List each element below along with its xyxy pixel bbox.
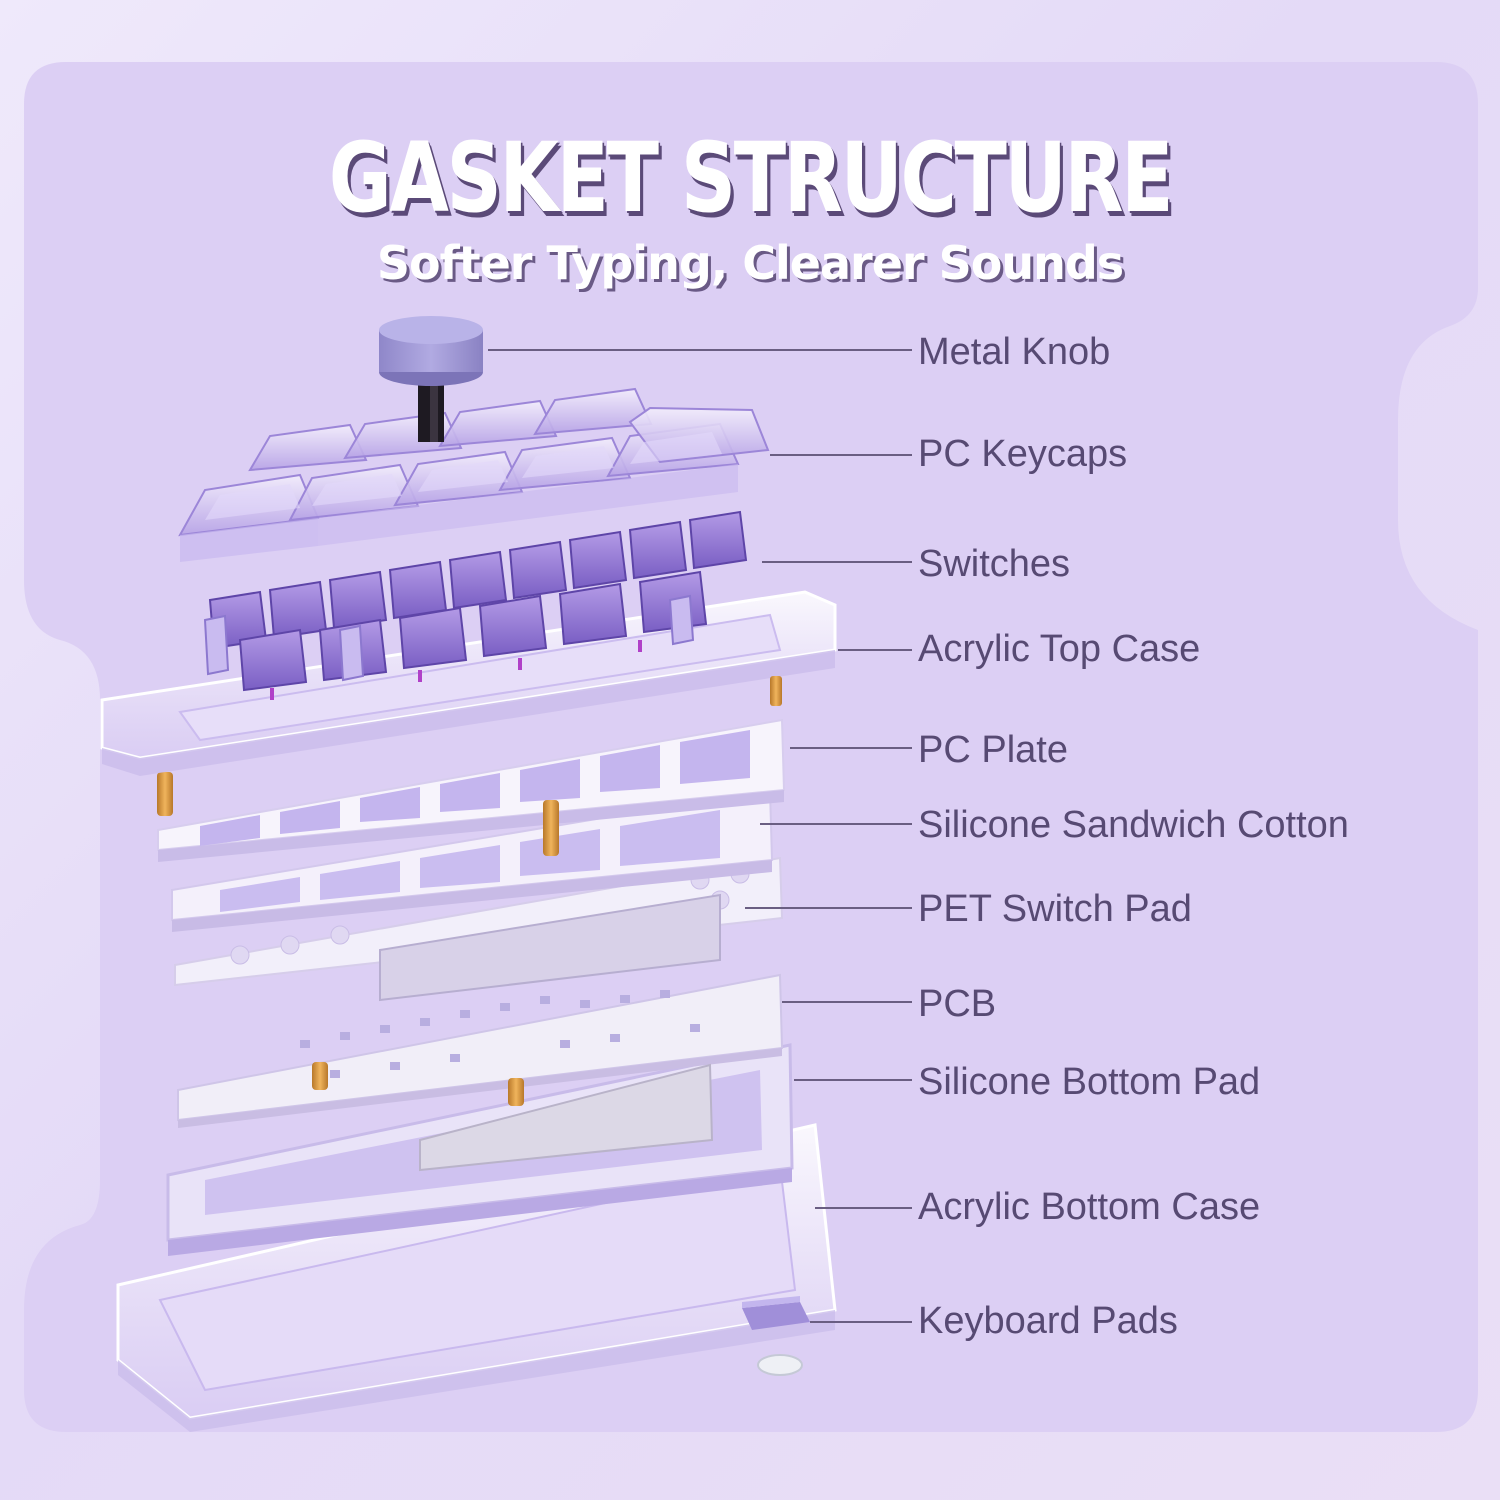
label-metal-knob: Metal Knob (918, 331, 1111, 373)
brass-standoff (157, 772, 173, 816)
label-silicone-sandwich-cotton: Silicone Sandwich Cotton (918, 804, 1349, 846)
acrylic-top-case (100, 590, 837, 776)
label-pc-keycaps: PC Keycaps (918, 433, 1128, 475)
label-pc-plate: PC Plate (918, 729, 1068, 771)
switches (203, 510, 748, 700)
label-pet-switch-pad: PET Switch Pad (918, 888, 1192, 930)
silicone-sandwich-cotton (171, 788, 774, 932)
keyboard-pads (742, 1296, 810, 1376)
pcb (177, 973, 784, 1172)
pc-plate (157, 718, 786, 862)
label-switches: Switches (918, 543, 1071, 585)
page-subtitle: Softer Typing, Clearer Sounds (376, 236, 1124, 290)
leader-lines (488, 349, 912, 1323)
label-pcb: PCB (918, 983, 997, 1025)
label-silicone-bottom-pad: Silicone Bottom Pad (918, 1061, 1261, 1103)
brass-standoff (312, 1062, 328, 1090)
brass-standoff (543, 800, 559, 856)
brass-standoff (508, 1078, 524, 1106)
label-acrylic-bottom-case: Acrylic Bottom Case (918, 1186, 1261, 1228)
page-title: GASKET STRUCTURE (328, 122, 1174, 234)
acrylic-bottom-case (116, 1123, 837, 1432)
label-keyboard-pads: Keyboard Pads (918, 1300, 1178, 1342)
brass-standoff (770, 676, 782, 706)
metal-knob (379, 316, 483, 442)
label-acrylic-top-case: Acrylic Top Case (918, 628, 1201, 670)
pc-keycaps (178, 387, 770, 562)
